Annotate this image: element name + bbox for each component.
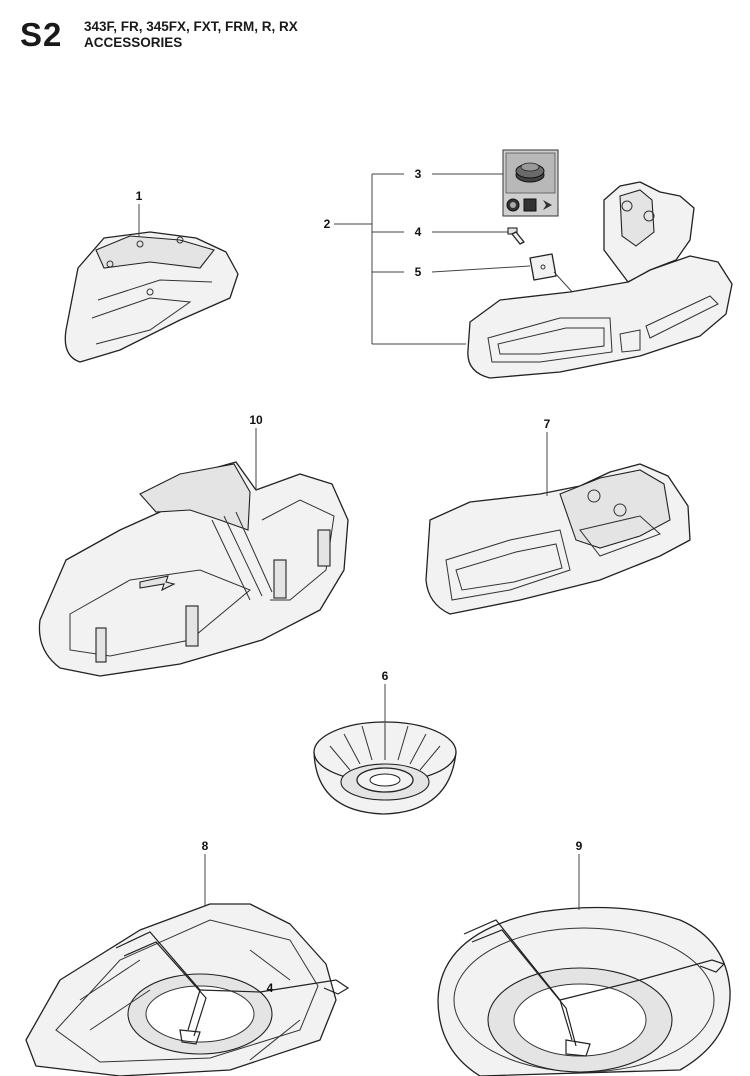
callout-5: 5 xyxy=(415,265,422,279)
part-7-guard[interactable] xyxy=(425,432,691,615)
part-8-guard-with-wire[interactable] xyxy=(25,854,350,1076)
page-code: S2 xyxy=(20,16,63,53)
callout-2: 2 xyxy=(324,217,331,231)
callout-10: 10 xyxy=(249,413,263,427)
callout-4: 4 xyxy=(415,225,422,239)
part-6-support-cup[interactable] xyxy=(313,684,457,815)
kit-2-bracket xyxy=(334,173,531,345)
callout-1: 1 xyxy=(136,189,143,203)
callout-4-second: 4 xyxy=(267,981,274,995)
callout-3: 3 xyxy=(415,167,422,181)
callout-6: 6 xyxy=(382,669,389,683)
part-4-bolt[interactable] xyxy=(507,227,525,245)
part-9-guard-with-wire[interactable] xyxy=(437,854,731,1076)
part-5-plate[interactable] xyxy=(529,253,575,295)
part-1-guard[interactable] xyxy=(64,204,239,363)
part-10-guard[interactable] xyxy=(38,428,349,677)
part-2-guard-kit[interactable] xyxy=(467,181,733,379)
model-list: 343F, FR, 345FX, FXT, FRM, R, RX xyxy=(84,19,298,34)
callout-9: 9 xyxy=(576,839,583,853)
callout-7: 7 xyxy=(544,417,551,431)
part-3-trimmer-head-box[interactable] xyxy=(502,149,559,217)
callout-8: 8 xyxy=(202,839,209,853)
section-title: ACCESSORIES xyxy=(84,35,183,50)
